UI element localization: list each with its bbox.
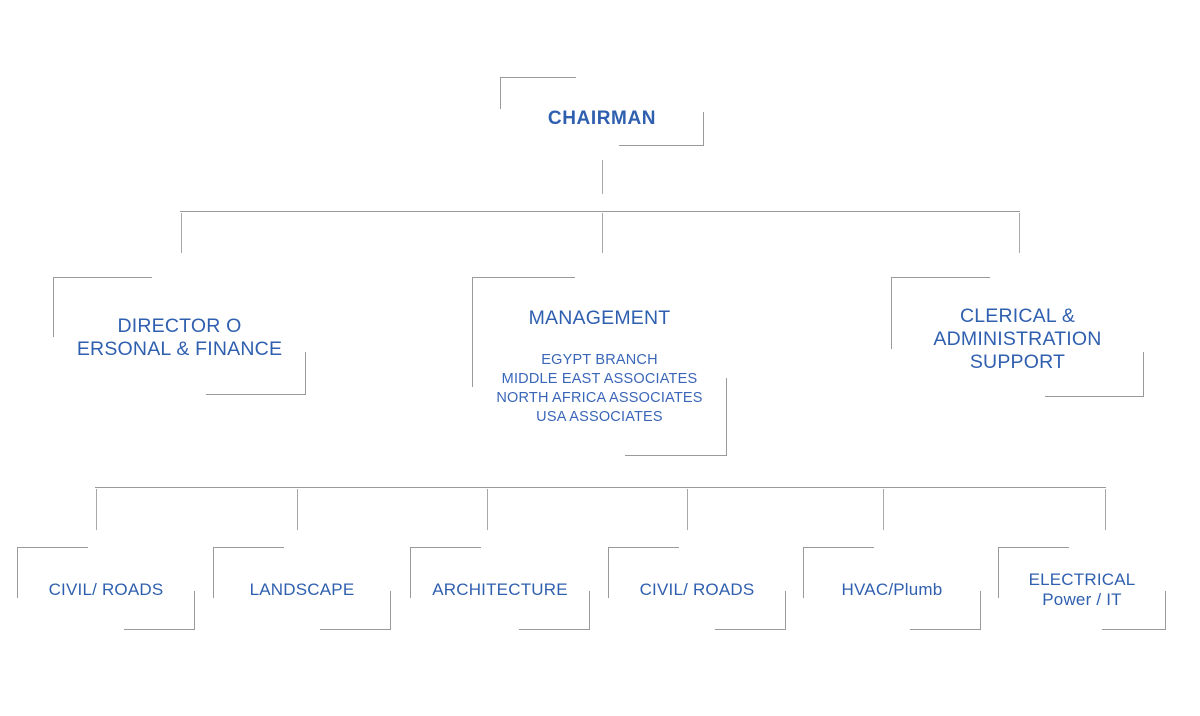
connector-bus-drop-landscape [297,489,298,530]
bracket-bottom-right [1045,352,1144,397]
bracket-bottom-right [519,591,590,630]
node-chairman[interactable]: CHAIRMAN [500,77,704,146]
connector-bus-drop-civil-roads-1 [96,489,97,530]
node-civil-roads-1[interactable]: CIVIL/ ROADS [17,547,195,630]
node-clerical-label: CLERICAL & ADMINISTRATION SUPPORT [933,305,1102,373]
bracket-top-left [472,277,575,387]
node-civil-roads-1-label: CIVIL/ ROADS [48,580,164,599]
bracket-top-left [213,547,284,598]
node-architecture[interactable]: ARCHITECTURE [410,547,590,630]
node-management-label: MANAGEMENT [528,307,671,329]
connector-bus-drop-architecture [487,489,488,530]
bracket-top-left [17,547,88,598]
bracket-top-left [998,547,1069,598]
connector-bus-level2 [180,211,1020,212]
bracket-bottom-right [206,352,306,395]
bracket-bottom-right [1102,591,1166,630]
bracket-top-left [891,277,990,349]
node-electrical-label: ELECTRICAL Power / IT [1028,570,1136,610]
node-hvac-plumb[interactable]: HVAC/Plumb [803,547,981,630]
node-landscape-label: LANDSCAPE [249,580,355,599]
connector-bus-drop-electrical [1105,489,1106,530]
bracket-bottom-right [715,591,786,630]
connector-bus-drop-clerical [1019,213,1020,253]
node-director-label: DIRECTOR O ERSONAL & FINANCE [76,315,283,360]
bracket-bottom-right [320,591,391,630]
connector-bus-drop-director [181,213,182,253]
connector-bus-level3 [95,487,1106,488]
node-civil-roads-2-label: CIVIL/ ROADS [639,580,755,599]
bracket-bottom-right [124,591,195,630]
bracket-top-left [410,547,481,598]
connector-bus-drop-hvac-plumb [883,489,884,530]
bracket-top-left [500,77,576,109]
bracket-top-left [53,277,152,337]
node-architecture-label: ARCHITECTURE [432,580,568,599]
connector-bus-drop-civil-roads-2 [687,489,688,530]
node-management-sublabel: EGYPT BRANCH MIDDLE EAST ASSOCIATES NORT… [496,352,703,426]
node-civil-roads-2[interactable]: CIVIL/ ROADS [608,547,786,630]
node-clerical[interactable]: CLERICAL & ADMINISTRATION SUPPORT [891,277,1144,397]
bracket-top-left [608,547,679,598]
connector-chairman-to-bus [602,160,603,194]
connector-bus-drop-management [602,213,603,253]
node-electrical[interactable]: ELECTRICAL Power / IT [998,547,1166,630]
node-management[interactable]: MANAGEMENT EGYPT BRANCH MIDDLE EAST ASSO… [472,277,727,456]
node-chairman-label: CHAIRMAN [547,108,657,129]
bracket-top-left [803,547,874,598]
bracket-bottom-right [910,591,981,630]
bracket-bottom-right [619,112,704,146]
bracket-bottom-right [625,378,727,456]
node-director[interactable]: DIRECTOR O ERSONAL & FINANCE [53,277,306,395]
node-landscape[interactable]: LANDSCAPE [213,547,391,630]
node-hvac-plumb-label: HVAC/Plumb [841,580,943,599]
